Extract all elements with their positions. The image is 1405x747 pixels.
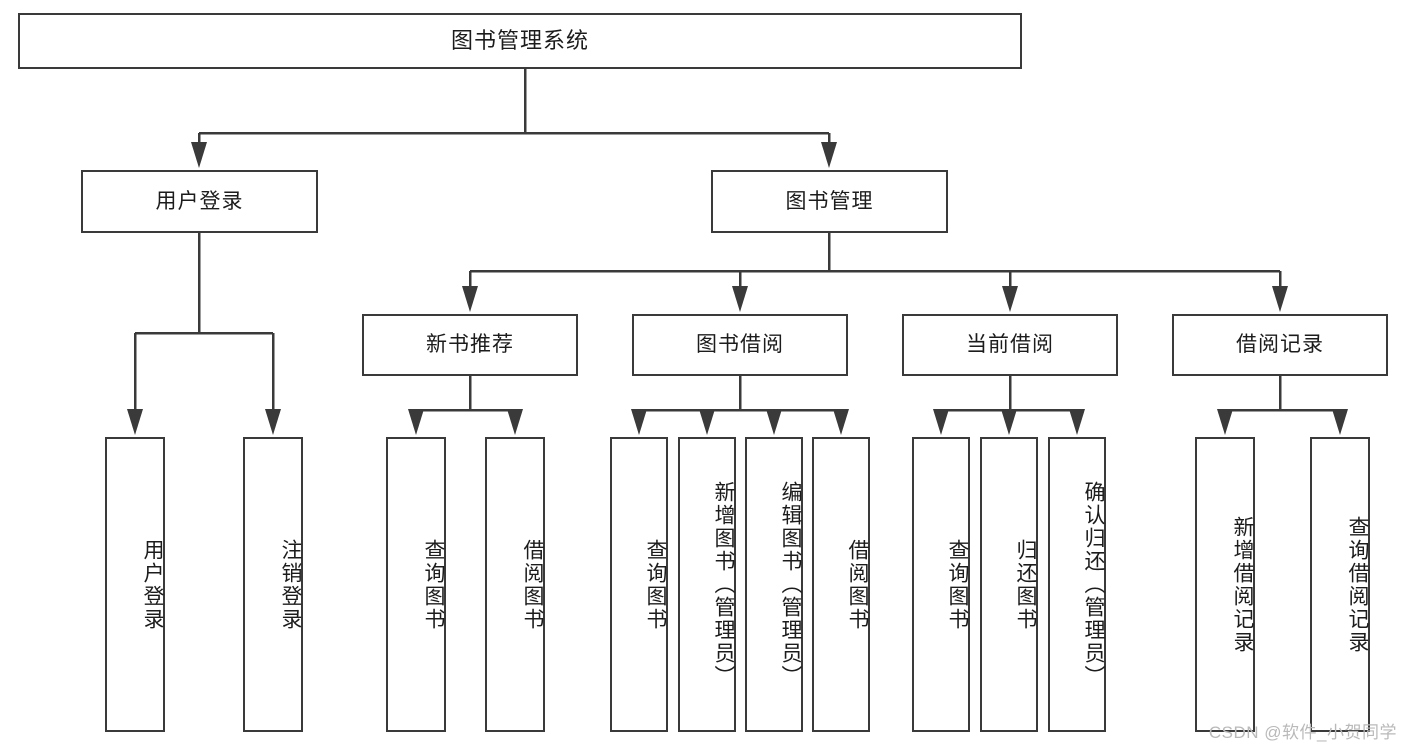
node-leaf-add-record[interactable]: 新增借阅记录 xyxy=(1195,437,1255,732)
node-leaf-query-book-2[interactable]: 查询图书 xyxy=(610,437,668,732)
node-label: 查询图书 xyxy=(644,538,667,631)
node-leaf-return-book[interactable]: 归还图书 xyxy=(980,437,1038,732)
node-label: 借阅图书 xyxy=(521,538,544,631)
node-label: 注销登录 xyxy=(279,538,302,631)
node-root-system[interactable]: 图书管理系统 xyxy=(18,13,1022,69)
node-leaf-confirm-return[interactable]: 确认归还（管理员） xyxy=(1048,437,1106,732)
node-label: 当前借阅 xyxy=(966,333,1054,357)
node-leaf-query-book-3[interactable]: 查询图书 xyxy=(912,437,970,732)
node-new-book-recommend[interactable]: 新书推荐 xyxy=(362,314,578,376)
node-label: 查询借阅记录 xyxy=(1346,515,1369,654)
node-book-manage[interactable]: 图书管理 xyxy=(711,170,948,233)
node-label: 新书推荐 xyxy=(426,333,514,357)
node-leaf-edit-book[interactable]: 编辑图书（管理员） xyxy=(745,437,803,732)
node-label: 新增借阅记录 xyxy=(1231,515,1254,654)
node-leaf-add-book[interactable]: 新增图书（管理员） xyxy=(678,437,736,732)
node-label: 归还图书 xyxy=(1014,538,1037,631)
node-current-borrow[interactable]: 当前借阅 xyxy=(902,314,1118,376)
node-label: 图书借阅 xyxy=(696,333,784,357)
node-label: 确认归还（管理员） xyxy=(1082,481,1105,688)
node-label: 用户登录 xyxy=(141,538,164,631)
node-label: 新增图书（管理员） xyxy=(712,481,735,688)
node-label: 用户登录 xyxy=(155,189,244,213)
node-label: 借阅记录 xyxy=(1236,333,1324,357)
node-leaf-user-logout[interactable]: 注销登录 xyxy=(243,437,303,732)
node-user-login[interactable]: 用户登录 xyxy=(81,170,318,233)
node-leaf-borrow-book-1[interactable]: 借阅图书 xyxy=(485,437,545,732)
node-label: 查询图书 xyxy=(422,538,445,631)
node-label: 编辑图书（管理员） xyxy=(779,481,802,688)
node-leaf-borrow-book-2[interactable]: 借阅图书 xyxy=(812,437,870,732)
watermark-text: CSDN @软件_小贺同学 xyxy=(1208,723,1397,742)
node-leaf-query-book-1[interactable]: 查询图书 xyxy=(386,437,446,732)
node-leaf-user-login[interactable]: 用户登录 xyxy=(105,437,165,732)
node-label: 查询图书 xyxy=(946,538,969,631)
node-label: 图书管理系统 xyxy=(450,27,589,53)
node-label: 图书管理 xyxy=(785,189,874,213)
node-label: 借阅图书 xyxy=(846,538,869,631)
node-leaf-query-record[interactable]: 查询借阅记录 xyxy=(1310,437,1370,732)
node-book-borrow[interactable]: 图书借阅 xyxy=(632,314,848,376)
node-borrow-record[interactable]: 借阅记录 xyxy=(1172,314,1388,376)
